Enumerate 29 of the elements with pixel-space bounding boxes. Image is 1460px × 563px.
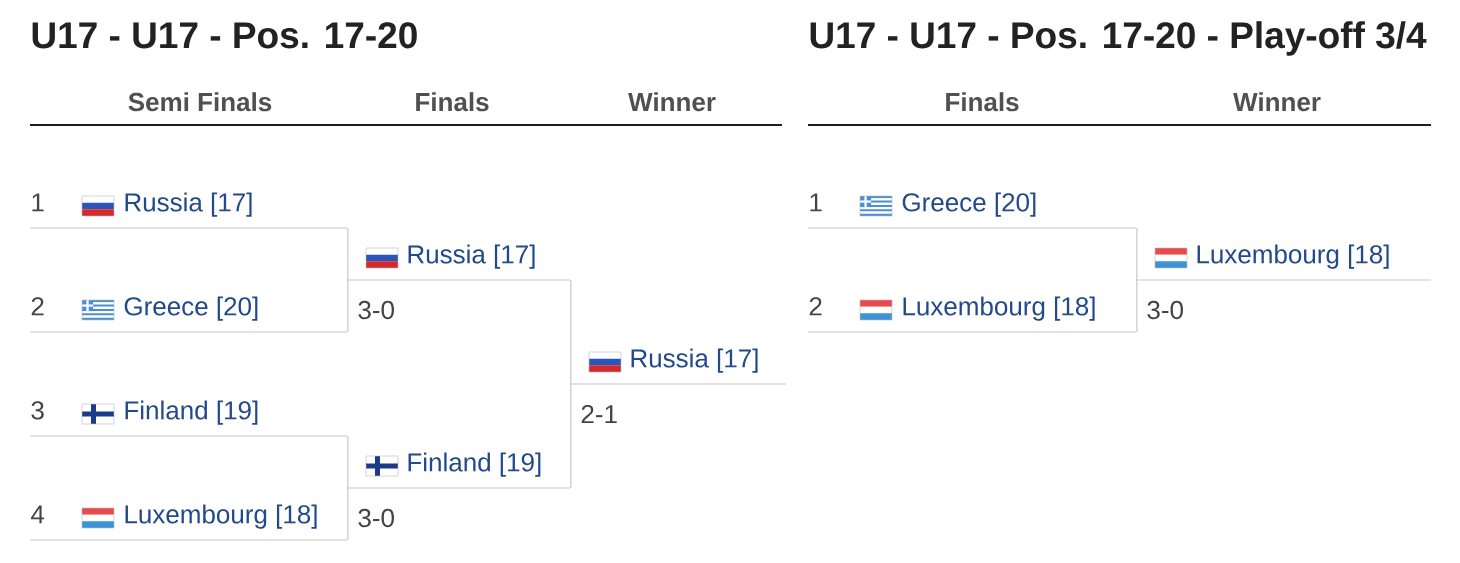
column-header: Finals — [946, 92, 1019, 112]
score: 3-0 — [358, 508, 394, 528]
score: 3-0 — [1147, 300, 1183, 320]
bracket-slot: 2 Luxembourg [18] — [807, 296, 1137, 333]
column-header: Semi Finals — [128, 92, 272, 112]
bracket-line — [347, 435, 349, 489]
bracket-slot: 2 Greece [20] — [29, 296, 348, 333]
title: U17 - U17 - Pos. 17-20 — [32, 22, 417, 49]
bracket-line — [347, 487, 349, 541]
bracket-slot: Luxembourg [18] — [1135, 244, 1432, 281]
bracket-slot: 3 Finland [19] — [29, 400, 348, 437]
score: 2-1 — [581, 404, 617, 424]
score: 3-0 — [358, 300, 394, 320]
title: U17 - U17 - Pos. 17-20 - Play-off 3/4 — [810, 21, 1427, 56]
column-header: Finals — [416, 92, 489, 112]
bracket-line — [347, 279, 349, 333]
bracket-slot: Finland [19] — [346, 452, 571, 489]
column-header: Winner — [628, 92, 716, 112]
bracket-slot: Russia [17] — [569, 348, 787, 385]
column-header: Winner — [1233, 92, 1321, 112]
bracket-line — [347, 227, 349, 281]
bracket-line — [570, 383, 572, 489]
bracket-slot: Russia [17] — [346, 244, 571, 281]
bracket-slot: 4 Luxembourg [18] — [29, 504, 348, 541]
bracket-slot: 1 Russia [17] — [29, 192, 348, 229]
bracket-line — [570, 279, 572, 385]
bracket-slot: 1 Greece [20] — [807, 192, 1137, 229]
bracket-line — [1136, 279, 1138, 333]
bracket-line — [1136, 227, 1138, 281]
